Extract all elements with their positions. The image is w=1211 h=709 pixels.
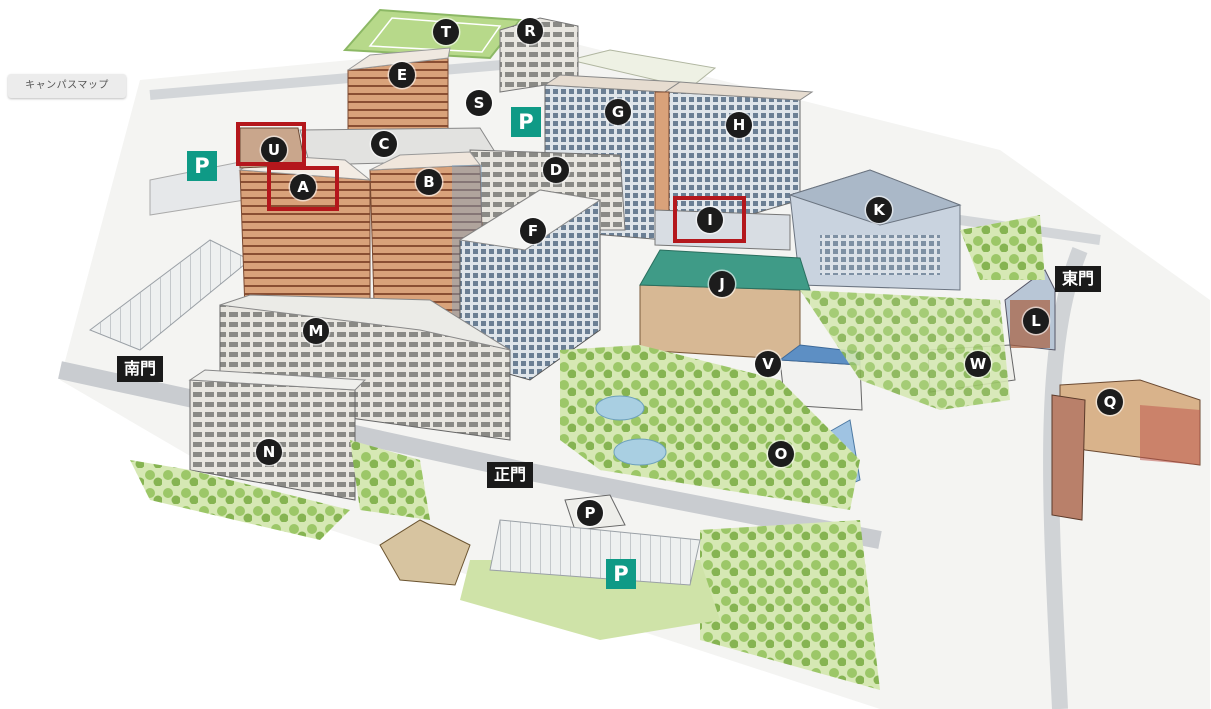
building-label-j[interactable]: J: [709, 271, 735, 297]
building-label-f[interactable]: F: [520, 218, 546, 244]
campus-map-badge[interactable]: キャンパスマップ: [8, 74, 126, 98]
building-label-w[interactable]: W: [965, 351, 991, 377]
building-label-g[interactable]: G: [605, 99, 631, 125]
building-label-p[interactable]: P: [577, 500, 603, 526]
building-label-a[interactable]: A: [290, 174, 316, 200]
building-label-o[interactable]: O: [768, 441, 794, 467]
parking-icon-south[interactable]: P: [606, 559, 636, 589]
gate-label-east[interactable]: 東門: [1055, 266, 1102, 292]
building-label-l[interactable]: L: [1023, 308, 1049, 334]
building-label-t[interactable]: T: [433, 19, 459, 45]
green-areas: [130, 215, 1045, 690]
building-label-v[interactable]: V: [755, 351, 781, 377]
building-label-r[interactable]: R: [517, 18, 543, 44]
building-label-q[interactable]: Q: [1097, 389, 1123, 415]
building-label-h[interactable]: H: [726, 112, 752, 138]
building-label-c[interactable]: C: [371, 131, 397, 157]
building-label-d[interactable]: D: [543, 157, 569, 183]
main-parking-lot: [489, 519, 701, 586]
highlight-box-a: [267, 166, 339, 211]
pond-1: [595, 395, 645, 421]
parking-icon-west[interactable]: P: [187, 151, 217, 181]
highlight-box-u: [236, 122, 306, 166]
building-label-i[interactable]: I: [697, 207, 723, 233]
building-label-m[interactable]: M: [303, 318, 329, 344]
building-label-e[interactable]: E: [389, 62, 415, 88]
gate-label-main[interactable]: 正門: [487, 462, 534, 488]
gate-label-south[interactable]: 南門: [117, 356, 164, 382]
parking-icon-north[interactable]: P: [511, 107, 541, 137]
building-label-b[interactable]: B: [416, 169, 442, 195]
house: [379, 519, 471, 586]
building-label-s[interactable]: S: [466, 90, 492, 116]
highlight-box-i: [673, 196, 746, 243]
building-q-wing: [1051, 394, 1086, 521]
building-label-k[interactable]: K: [866, 197, 892, 223]
building-label-u[interactable]: U: [261, 137, 287, 163]
courts: [569, 49, 717, 89]
pond-2: [613, 438, 667, 466]
building-label-n[interactable]: N: [256, 439, 282, 465]
